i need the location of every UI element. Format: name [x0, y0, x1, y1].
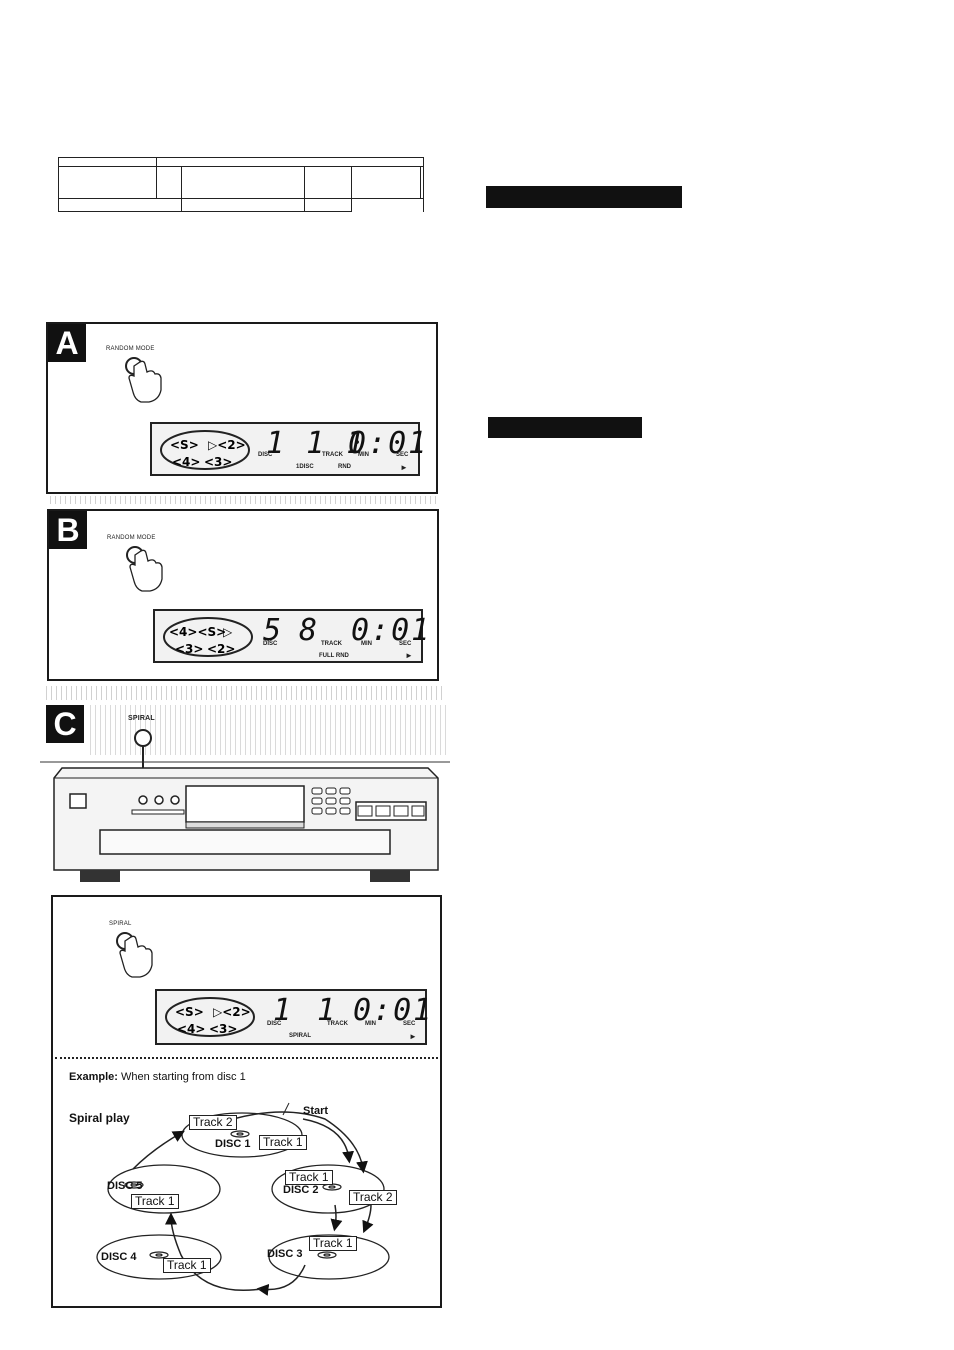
disc3-track1: Track 1 [309, 1236, 357, 1251]
mode-full-rnd: FULL RND [319, 653, 349, 659]
random-mode-button[interactable] [120, 354, 170, 406]
spiral-label: SPIRAL [128, 715, 155, 722]
panel-letter-a: A [48, 324, 86, 362]
example-caption: Example: When starting from disc 1 [69, 1071, 246, 1083]
disc-carousel-icon: <S> ▷<2> <4> <3> [165, 997, 255, 1037]
play-icon: ► [405, 651, 413, 660]
random-mode-label: RANDOM MODE [107, 535, 156, 541]
heading-bar-1 [486, 186, 682, 208]
disc-1-label: DISC 1 [215, 1138, 251, 1150]
disc-carousel-icon: <S> ▷<2> <4> <3> [160, 430, 250, 470]
svg-text:<2>: <2> [207, 642, 235, 656]
track-digit: 1 [317, 993, 338, 1028]
min-label: MIN [361, 641, 372, 647]
disc-3-label: DISC 3 [267, 1248, 303, 1260]
example-text: When starting from disc 1 [120, 1071, 246, 1083]
svg-text:<4>: <4> [172, 455, 200, 469]
track-label: TRACK [321, 641, 342, 647]
time-readout: 0:01 [348, 426, 429, 461]
scan-noise [46, 686, 446, 700]
heading-bar-2 [488, 417, 642, 438]
disc-label: DISC [267, 1021, 282, 1027]
svg-text:▷: ▷ [223, 625, 233, 639]
mode-spiral: SPIRAL [289, 1033, 312, 1039]
svg-text:<3>: <3> [175, 642, 203, 656]
display-b: <4><S> ▷ <3> <2> 5 8 0:01 DISC TRACK MIN… [153, 609, 429, 663]
start-label: Start [303, 1105, 329, 1117]
time-readout: 0:01 [353, 993, 434, 1028]
min-label: MIN [365, 1021, 376, 1027]
disc-label: DISC [263, 641, 278, 647]
disc1-track2: Track 2 [189, 1115, 237, 1130]
svg-text:<3>: <3> [209, 1022, 237, 1036]
display-spiral: <S> ▷<2> <4> <3> 1 1 0:01 DISC TRACK MIN… [155, 989, 431, 1045]
svg-text:<3>: <3> [204, 455, 232, 469]
random-mode-label: RANDOM MODE [106, 346, 155, 352]
disc4-track1: Track 1 [163, 1258, 211, 1273]
svg-text:<4>: <4> [177, 1022, 205, 1036]
time-readout: 0:01 [351, 613, 432, 648]
panel-spiral: SPIRAL <S> ▷<2> <4> <3> 1 1 0:01 DISC TR… [51, 895, 442, 1308]
disc1-track1: Track 1 [259, 1135, 307, 1150]
scan-noise [90, 705, 446, 755]
panel-a: A RANDOM MODE <S> ▷<2> <4> <3> 1 1 1 0:0… [46, 322, 438, 494]
disc-label: DISC [258, 452, 273, 458]
sec-label: SEC [403, 1021, 416, 1027]
play-icon: ► [409, 1032, 417, 1041]
disc-carousel-icon: <4><S> ▷ <3> <2> [163, 617, 253, 657]
spec-table [58, 156, 424, 213]
disc2-track2: Track 2 [349, 1190, 397, 1205]
random-mode-button[interactable] [121, 543, 171, 595]
disc-5-label: DISC 5 [107, 1180, 143, 1192]
panel-letter-b: B [49, 511, 87, 549]
display-a: <S> ▷<2> <4> <3> 1 1 1 0:01 DISC TRACK M… [150, 422, 426, 476]
sec-label: SEC [396, 452, 409, 458]
disc-4-label: DISC 4 [101, 1251, 137, 1263]
play-icon: ► [400, 463, 408, 472]
example-bold: Example: [69, 1071, 118, 1083]
track-label: TRACK [327, 1021, 348, 1027]
dotted-divider [55, 1057, 438, 1059]
disc-digit: 1 [273, 993, 294, 1028]
diagram-title: Spiral play [69, 1111, 130, 1125]
scan-noise [50, 496, 438, 504]
spiral-button[interactable] [115, 929, 165, 981]
svg-text:▷<2>: ▷<2> [213, 1005, 251, 1019]
track-label: TRACK [322, 452, 343, 458]
svg-text:<S>: <S> [175, 1005, 204, 1019]
svg-text:<S>: <S> [170, 438, 199, 452]
spiral-label: SPIRAL [109, 921, 132, 927]
panel-letter-c: C [46, 705, 84, 743]
mode-rnd: RND [338, 464, 351, 470]
sec-label: SEC [399, 641, 412, 647]
disc2-track1: Track 1 [285, 1170, 333, 1185]
min-label: MIN [358, 452, 369, 458]
disc-digit: 5 [263, 613, 284, 648]
disc-2-label: DISC 2 [283, 1184, 319, 1196]
cd-changer-device [40, 729, 450, 882]
svg-text:▷<2>: ▷<2> [208, 438, 246, 452]
mode-1disc: 1DISC [296, 464, 314, 470]
track-digit: 8 [299, 613, 320, 648]
panel-b: B RANDOM MODE <4><S> ▷ <3> <2> 5 8 0:01 … [47, 509, 439, 681]
svg-text:<4><S>: <4><S> [169, 625, 226, 639]
disc5-track1: Track 1 [131, 1194, 179, 1209]
disc-digits: 1 1 1 [266, 426, 367, 461]
